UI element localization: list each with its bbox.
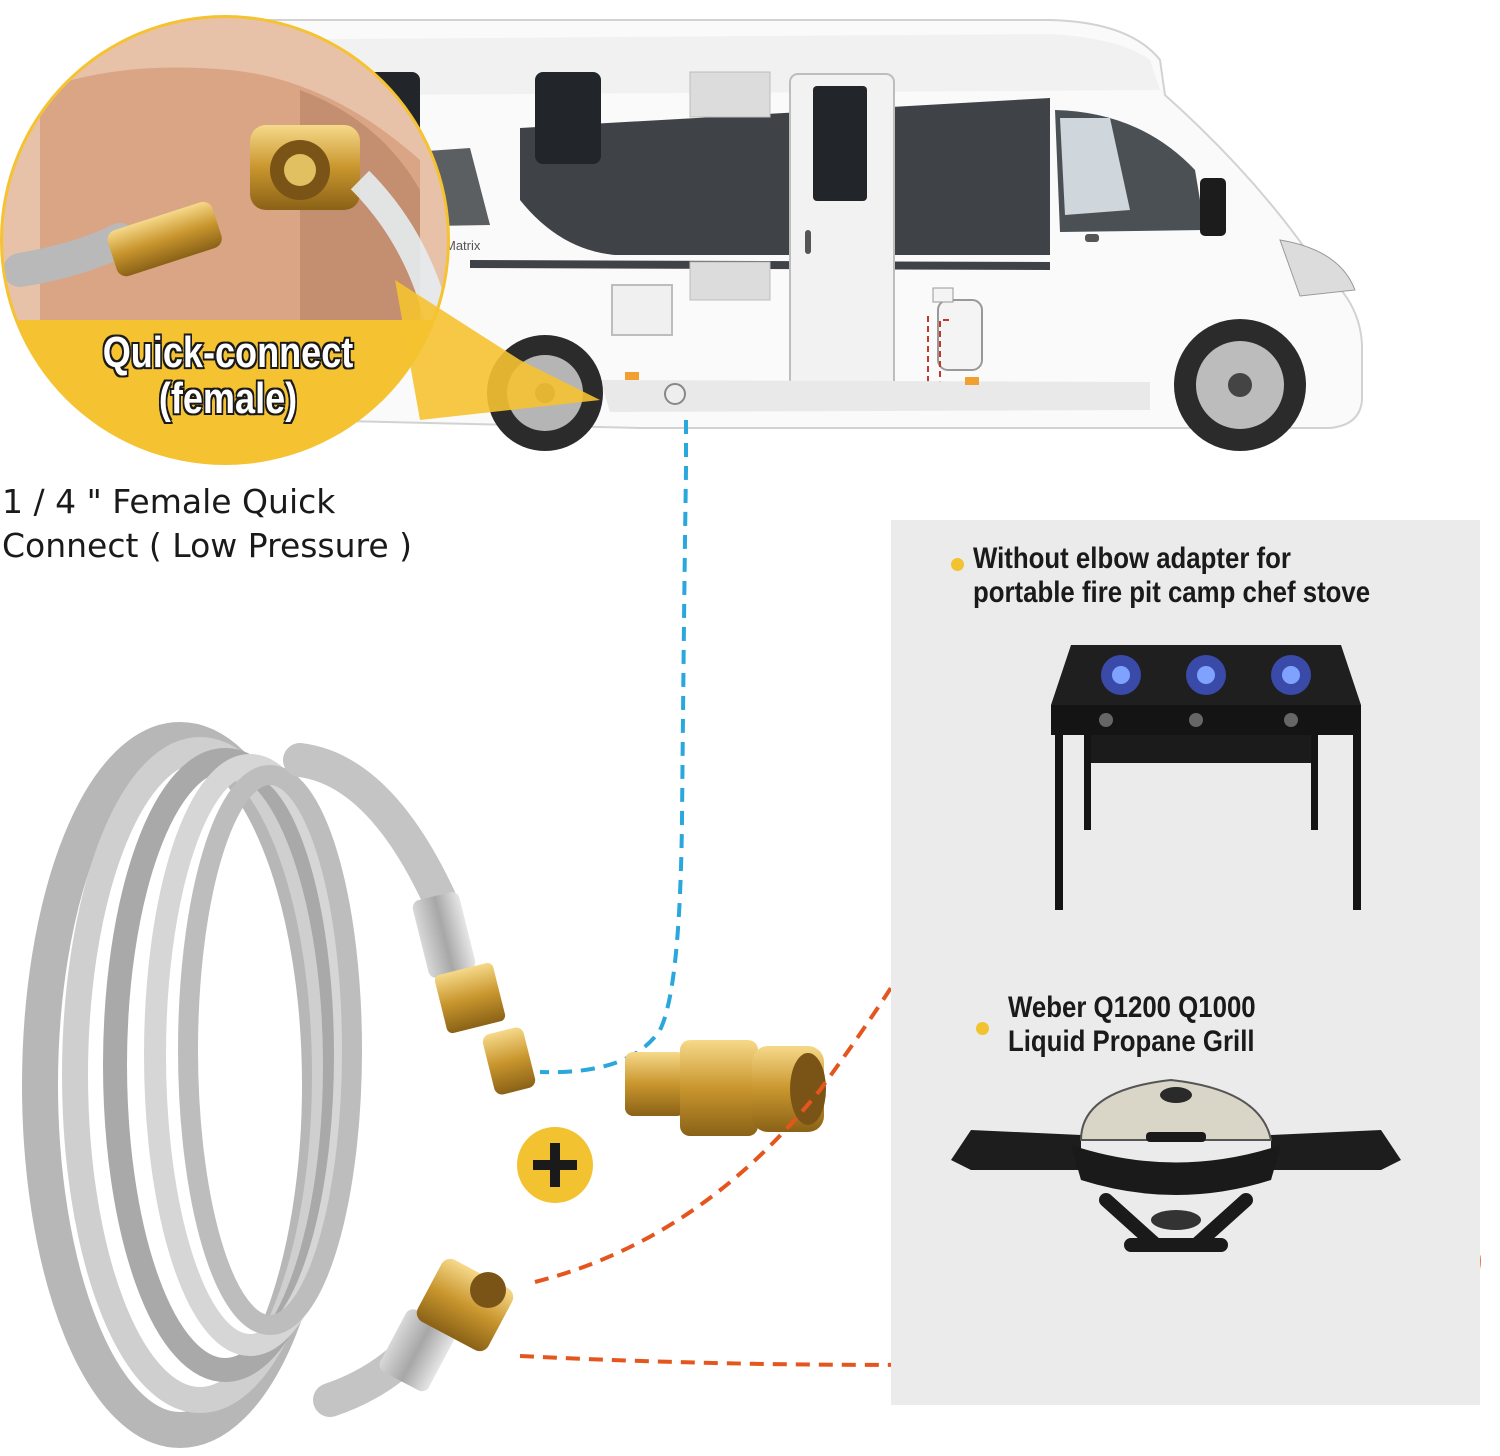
connector-caption-line-1: 1 / 4 " Female Quick xyxy=(2,482,336,521)
connector-caption-line-2: Connect ( Low Pressure ) xyxy=(2,526,413,565)
weber-grill-image xyxy=(951,1078,1401,1252)
female-flare-fitting xyxy=(379,1258,514,1392)
connector-caption: 1 / 4 " Female Quick Connect ( Low Press… xyxy=(2,480,522,568)
male-quick-plug-fitting xyxy=(412,892,536,1095)
compatible-devices-panel: Without elbow adapter for portable fire … xyxy=(891,520,1480,1405)
brass-adapter xyxy=(625,1040,826,1136)
grill-note: Weber Q1200 Q1000 Liquid Propane Grill xyxy=(1008,991,1256,1059)
quick-connect-badge-label: Quick-connect (female) xyxy=(89,328,368,423)
blue-dashed-connection xyxy=(539,420,688,1075)
plus-icon xyxy=(517,1127,593,1203)
stove-note: Without elbow adapter for portable fire … xyxy=(973,542,1370,610)
bullet-dot-grill xyxy=(976,1022,989,1035)
grill-note-line-1: Weber Q1200 Q1000 xyxy=(1008,991,1256,1024)
badge-line-1: Quick-connect xyxy=(101,328,354,377)
badge-line-2: (female) xyxy=(158,374,299,423)
stainless-hose-coil xyxy=(22,722,457,1448)
stove-note-line-2: portable fire pit camp chef stove xyxy=(973,576,1371,609)
camp-stove-image xyxy=(1051,645,1361,910)
bullet-dot-stove xyxy=(951,558,964,571)
rv-vehicle xyxy=(188,19,1363,451)
stove-note-line-1: Without elbow adapter for xyxy=(973,542,1291,575)
orange-dashed-connection-stove xyxy=(534,743,1190,1284)
grill-note-line-2: Liquid Propane Grill xyxy=(1008,1025,1255,1058)
rv-model-text: Matrix xyxy=(445,238,481,253)
